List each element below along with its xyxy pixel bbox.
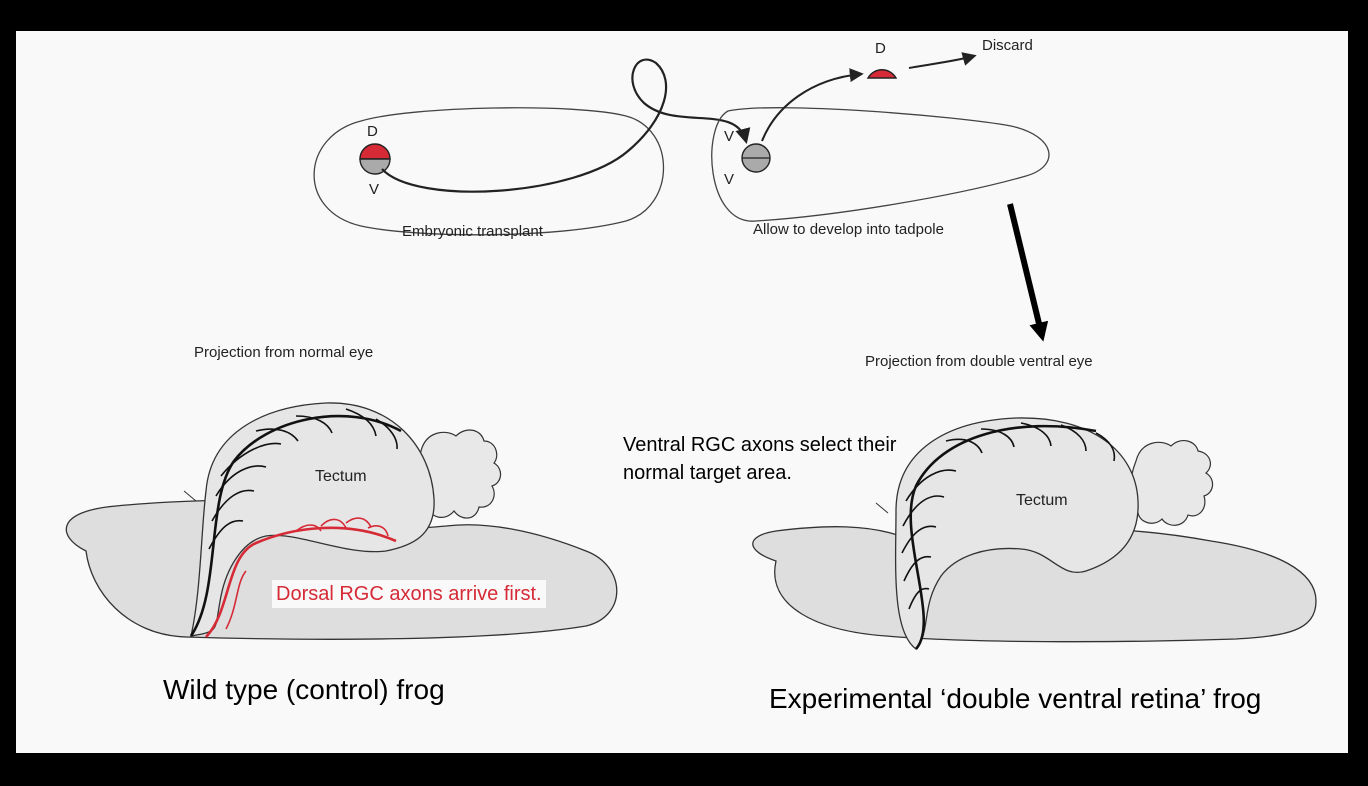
- discarded-dorsal-half-icon: [866, 69, 898, 79]
- right-brain-illustration: [752, 417, 1317, 650]
- dorsal-axons-note: Dorsal RGC axons arrive first.: [272, 580, 546, 608]
- donor-eye-icon: [359, 143, 391, 175]
- remove-dorsal-arrow: [761, 68, 864, 142]
- ventral-axons-note: Ventral RGC axons select their normal ta…: [623, 434, 897, 484]
- development-arrow: [1007, 203, 1049, 342]
- dorsal-label: D: [367, 123, 378, 140]
- left-dorsal-axons: [205, 526, 397, 638]
- ventral-lower-label: V: [724, 171, 735, 188]
- discard-arrow: [908, 52, 977, 69]
- embryo-caption: Embryonic transplant: [402, 223, 543, 240]
- right-tectum-label: Tectum: [1016, 492, 1068, 509]
- discard-label: Discard: [982, 37, 1033, 54]
- embryo-outline: [313, 107, 665, 236]
- right-projection-label: Projection from double ventral eye: [865, 353, 1093, 370]
- double-ventral-eye-icon: [741, 143, 771, 173]
- left-caption: Wild type (control) frog: [163, 674, 445, 705]
- tadpole-outline: [711, 107, 1050, 222]
- right-optic-lobes: [1129, 439, 1214, 526]
- tadpole-caption: Allow to develop into tadpole: [753, 221, 944, 238]
- ventral-label: V: [369, 181, 380, 198]
- left-projection-label: Projection from normal eye: [194, 344, 374, 361]
- transplant-loop-arrow: [381, 58, 751, 193]
- right-caption: Experimental ‘double ventral retina’ fro…: [769, 683, 1262, 714]
- ventral-upper-label: V: [724, 128, 735, 145]
- diagram-canvas: [65, 52, 1317, 650]
- slide: D V Embryonic transplant Allow to develo…: [16, 31, 1348, 753]
- removed-dorsal-label: D: [875, 40, 886, 57]
- left-tectum-label: Tectum: [315, 468, 367, 485]
